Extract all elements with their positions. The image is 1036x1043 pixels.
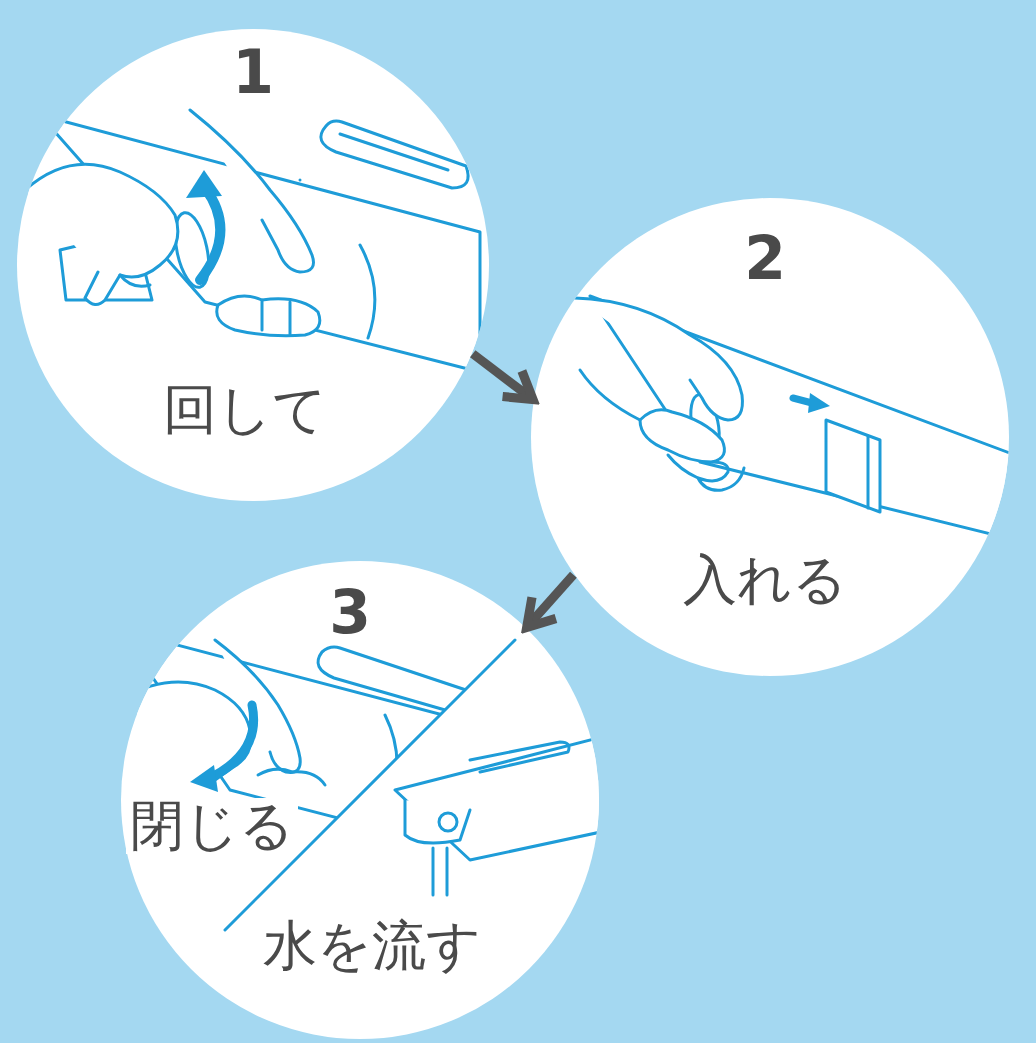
step3-drawing: [120, 630, 610, 930]
step-number: 2: [740, 227, 790, 290]
step-label: 水を流す: [259, 918, 485, 975]
text-slot: 入れる: [679, 552, 851, 609]
circle-shape: [121, 561, 599, 1039]
text-slot: 2: [740, 227, 790, 290]
step-label: 入れる: [679, 552, 851, 609]
step-arrow: [527, 575, 574, 628]
text-slot: 1: [228, 41, 278, 104]
step-number: 1: [228, 41, 278, 104]
text-slot: 閉じる: [126, 798, 298, 855]
circle-shape: [531, 198, 1009, 676]
step-circle: 3 閉じる水を流す: [120, 560, 600, 1040]
step-label: 閉じる: [126, 798, 298, 855]
text-slot: 回して: [159, 382, 331, 439]
step-circle: 2 入れる: [530, 197, 1010, 677]
step-circle: 1 回して: [16, 28, 490, 502]
circle-shape: [17, 29, 489, 501]
step2-drawing: [575, 296, 1015, 540]
step-label: 回して: [159, 382, 331, 439]
step1-drawing: [25, 110, 480, 372]
step-number: 3: [325, 581, 375, 644]
step-arrow: [473, 354, 533, 400]
text-slot: 3: [325, 581, 375, 644]
text-slot: 水を流す: [259, 918, 485, 975]
